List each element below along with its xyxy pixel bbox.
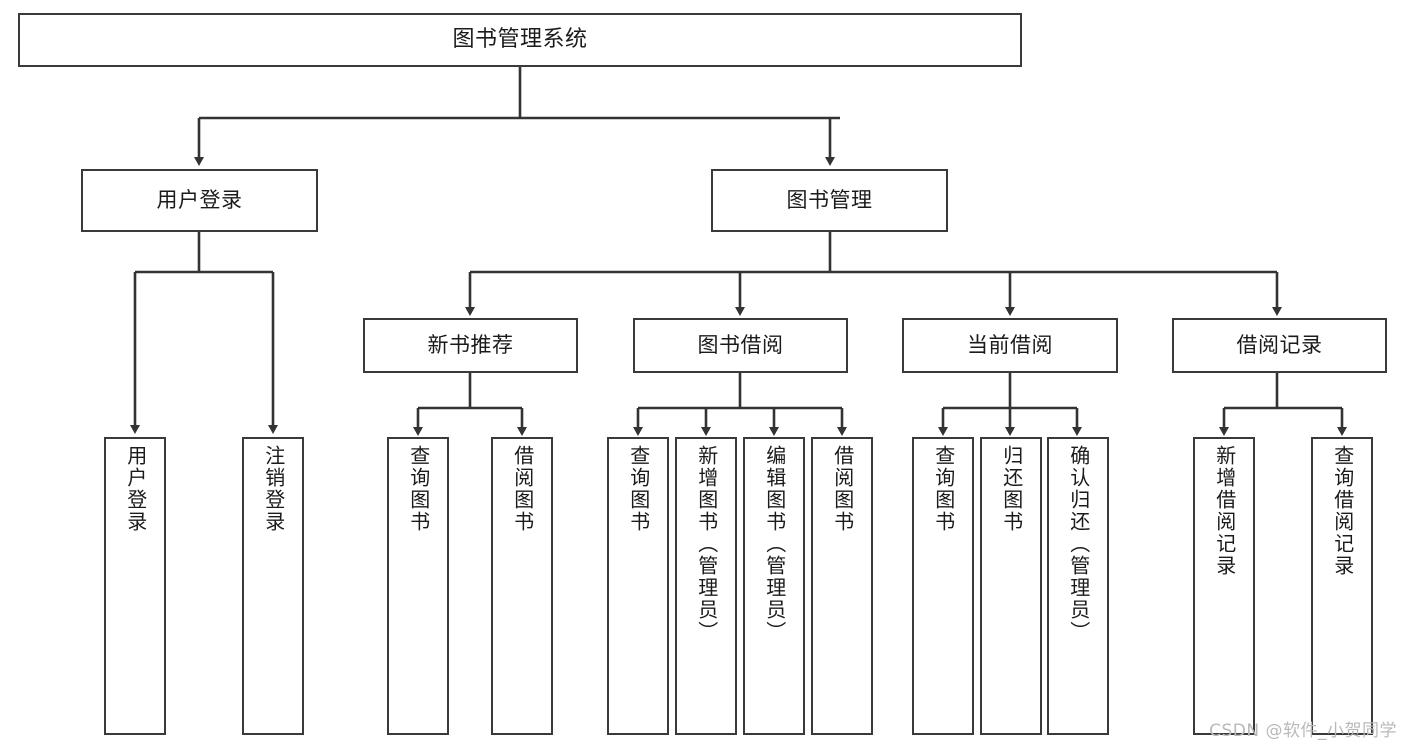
leaf-query-book-1-label: 查询图书 bbox=[406, 445, 431, 533]
leaf-confirm-return-admin-label: 确认归还（管理员） bbox=[1066, 445, 1091, 643]
node-root-label: 图书管理系统 bbox=[452, 27, 588, 53]
leaf-borrow-book-1[interactable]: 借阅图书 bbox=[491, 437, 553, 735]
leaf-add-book-admin-label: 新增图书（管理员） bbox=[694, 445, 719, 643]
leaf-query-borrow-record-label: 查询借阅记录 bbox=[1330, 445, 1355, 577]
leaf-user-login-label: 用户登录 bbox=[123, 445, 148, 533]
leaf-logout-label: 注销登录 bbox=[261, 445, 286, 533]
leaf-return-book-label: 归还图书 bbox=[999, 445, 1024, 533]
leaf-add-book-admin[interactable]: 新增图书（管理员） bbox=[675, 437, 737, 735]
node-book-borrow[interactable]: 图书借阅 bbox=[633, 318, 848, 373]
leaf-borrow-book-2[interactable]: 借阅图书 bbox=[811, 437, 873, 735]
leaf-edit-book-admin[interactable]: 编辑图书（管理员） bbox=[743, 437, 805, 735]
leaf-query-book-3-label: 查询图书 bbox=[931, 445, 956, 533]
node-new-book-recommend-label: 新书推荐 bbox=[427, 333, 514, 358]
leaf-query-book-1[interactable]: 查询图书 bbox=[387, 437, 449, 735]
node-user-login-label: 用户登录 bbox=[156, 188, 243, 213]
leaf-logout[interactable]: 注销登录 bbox=[242, 437, 304, 735]
node-current-borrow[interactable]: 当前借阅 bbox=[902, 318, 1118, 373]
leaf-query-borrow-record[interactable]: 查询借阅记录 bbox=[1311, 437, 1373, 735]
leaf-query-book-3[interactable]: 查询图书 bbox=[912, 437, 974, 735]
leaf-add-borrow-record-label: 新增借阅记录 bbox=[1212, 445, 1237, 577]
node-new-book-recommend[interactable]: 新书推荐 bbox=[363, 318, 578, 373]
leaf-query-book-2-label: 查询图书 bbox=[626, 445, 651, 533]
leaf-confirm-return-admin[interactable]: 确认归还（管理员） bbox=[1047, 437, 1109, 735]
node-current-borrow-label: 当前借阅 bbox=[967, 333, 1053, 358]
leaf-user-login[interactable]: 用户登录 bbox=[104, 437, 166, 735]
node-user-login[interactable]: 用户登录 bbox=[81, 169, 318, 232]
leaf-query-book-2[interactable]: 查询图书 bbox=[607, 437, 669, 735]
node-book-mgmt[interactable]: 图书管理 bbox=[711, 169, 948, 232]
leaf-add-borrow-record[interactable]: 新增借阅记录 bbox=[1193, 437, 1255, 735]
node-borrow-record-label: 借阅记录 bbox=[1236, 333, 1323, 358]
csdn-watermark: CSDN @软件_小贺同学 bbox=[1209, 721, 1397, 741]
leaf-edit-book-admin-label: 编辑图书（管理员） bbox=[762, 445, 787, 643]
node-book-mgmt-label: 图书管理 bbox=[786, 188, 873, 213]
leaf-return-book[interactable]: 归还图书 bbox=[980, 437, 1042, 735]
leaf-borrow-book-1-label: 借阅图书 bbox=[510, 445, 535, 533]
node-root[interactable]: 图书管理系统 bbox=[18, 13, 1022, 67]
leaf-borrow-book-2-label: 借阅图书 bbox=[830, 445, 855, 533]
node-book-borrow-label: 图书借阅 bbox=[697, 333, 784, 358]
node-borrow-record[interactable]: 借阅记录 bbox=[1172, 318, 1387, 373]
